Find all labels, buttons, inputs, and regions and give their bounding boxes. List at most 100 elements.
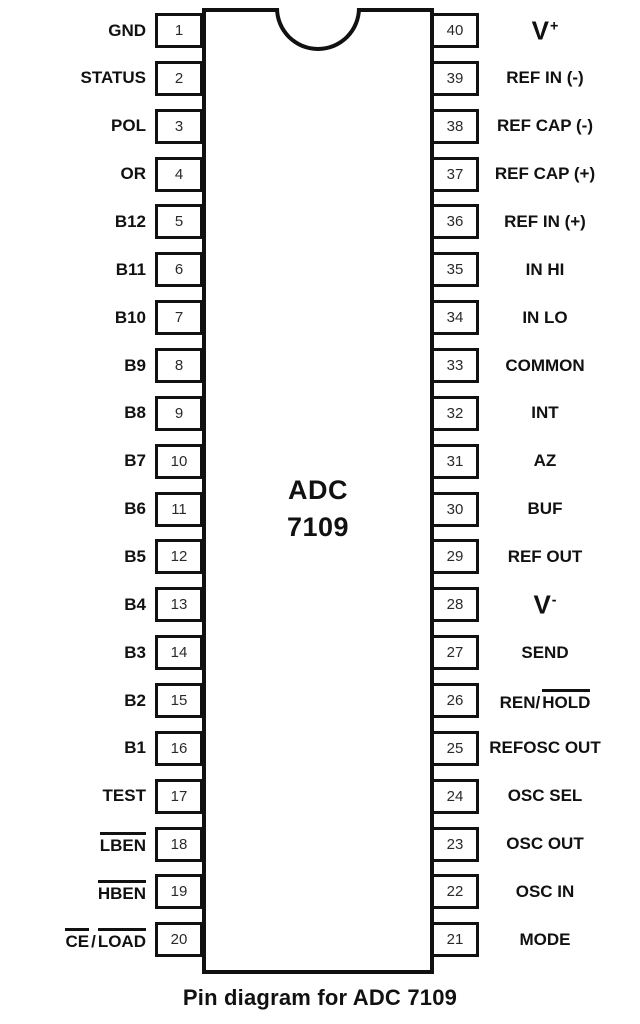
label-text: OSC IN — [515, 881, 575, 901]
pin-box-27: 27 — [431, 635, 479, 671]
label-text: REN/ — [499, 692, 541, 712]
label-text: B10 — [114, 307, 146, 327]
pin-label-7: B10 — [0, 308, 147, 328]
pin-number: 29 — [446, 548, 464, 566]
label-text: AZ — [533, 451, 557, 471]
pin-box-39: 39 — [431, 60, 479, 96]
pin-box-12: 12 — [155, 539, 203, 575]
caption: Pin diagram for ADC 7109 — [182, 985, 458, 1010]
pin-number: 25 — [446, 739, 464, 757]
chip-name: ADC 7109 — [202, 472, 434, 546]
pin-number: 5 — [174, 213, 184, 231]
pin-number: 24 — [446, 787, 464, 805]
pin-number: 27 — [446, 644, 464, 662]
pin-number: 14 — [170, 644, 188, 662]
pin-number: 34 — [446, 309, 464, 327]
pin-box-35: 35 — [431, 252, 479, 288]
pin-label-38: REF CAP (-) — [486, 116, 604, 136]
pin-box-26: 26 — [431, 683, 479, 719]
pin-box-11: 11 — [155, 491, 203, 527]
pin-number: 7 — [174, 309, 184, 327]
pin-number: 38 — [446, 117, 464, 135]
label-text: INT — [531, 403, 559, 423]
label-text: IN LO — [522, 307, 568, 327]
label-text: TEST — [102, 786, 146, 806]
pin-label-30: BUF — [486, 499, 604, 519]
pin-number: 10 — [170, 452, 188, 470]
pin-label-37: REF CAP (+) — [486, 164, 604, 184]
label-text: B6 — [124, 499, 146, 519]
pin-label-9: B8 — [0, 403, 147, 423]
pin-label-39: REF IN (-) — [486, 68, 604, 88]
pin-number: 26 — [446, 692, 464, 710]
label-text: B7 — [124, 451, 146, 471]
pin-box-24: 24 — [431, 778, 479, 814]
pin-box-3: 3 — [155, 108, 203, 144]
pin-number: 33 — [446, 357, 464, 375]
pin-number: 19 — [170, 883, 188, 901]
pin-number: 1 — [174, 22, 184, 39]
label-text: OR — [120, 164, 147, 184]
label-text: V — [531, 15, 549, 45]
pin-number: 40 — [446, 22, 464, 39]
pin-label-35: IN HI — [486, 260, 604, 280]
pin-box-2: 2 — [155, 60, 203, 96]
pin-box-4: 4 — [155, 156, 203, 192]
pin-label-40: V+ — [486, 15, 604, 46]
pin-box-32: 32 — [431, 395, 479, 431]
pin-number: 8 — [174, 357, 184, 375]
pin-label-26: REN/HOLD — [486, 688, 604, 713]
overlined-label-text: HOLD — [542, 688, 591, 713]
pin-label-5: B12 — [0, 212, 147, 232]
pin-label-31: AZ — [486, 451, 604, 471]
pin-box-28: 28 — [431, 587, 479, 623]
label-text: STATUS — [80, 68, 146, 88]
chip-name-line1: ADC — [288, 475, 348, 505]
pin-box-21: 21 — [431, 922, 479, 958]
pin-label-33: COMMON — [486, 356, 604, 376]
overlined-label-text: LOAD — [97, 927, 146, 952]
pin-label-11: B6 — [0, 499, 147, 519]
pin-box-1: 1 — [155, 13, 203, 48]
pin-box-36: 36 — [431, 204, 479, 240]
pin-number: 16 — [170, 739, 188, 757]
pin-box-9: 9 — [155, 395, 203, 431]
pin-box-6: 6 — [155, 252, 203, 288]
pin-number: 32 — [446, 404, 464, 422]
label-text: B1 — [124, 738, 146, 758]
pin-label-2: STATUS — [0, 68, 147, 88]
label-text: B12 — [114, 211, 146, 231]
pin-number: 39 — [446, 69, 464, 87]
pin-box-15: 15 — [155, 683, 203, 719]
pin-label-4: OR — [0, 164, 147, 184]
label-text: REFOSC OUT — [489, 738, 601, 758]
label-text: B4 — [124, 594, 146, 614]
pin-number: 22 — [446, 883, 464, 901]
pin-box-18: 18 — [155, 826, 203, 862]
pin-label-29: REF OUT — [486, 547, 604, 567]
label-text: REF IN (-) — [506, 68, 584, 88]
pin-number: 35 — [446, 261, 464, 279]
pin-number: 11 — [171, 500, 187, 518]
pin-number: 20 — [170, 931, 188, 949]
chip-name-line2: 7109 — [286, 512, 350, 542]
label-text: / — [91, 931, 96, 951]
pin-label-34: IN LO — [486, 308, 604, 328]
pin-label-10: B7 — [0, 451, 147, 471]
pin-number: 28 — [446, 596, 464, 614]
pin-box-5: 5 — [155, 204, 203, 240]
pin-label-3: POL — [0, 116, 147, 136]
pin-number: 23 — [446, 835, 464, 853]
pin-label-25: REFOSC OUT — [486, 738, 604, 758]
pin-label-22: OSC IN — [486, 882, 604, 902]
label-text: B9 — [124, 355, 146, 375]
chip-body — [202, 8, 434, 974]
label-text: POL — [111, 116, 146, 136]
pin-number: 12 — [170, 548, 188, 566]
label-text: SEND — [521, 642, 569, 662]
pin-label-1: GND — [0, 21, 147, 41]
label-text: REF IN (+) — [504, 211, 586, 231]
pin-label-8: B9 — [0, 356, 147, 376]
label-text: B3 — [124, 642, 146, 662]
